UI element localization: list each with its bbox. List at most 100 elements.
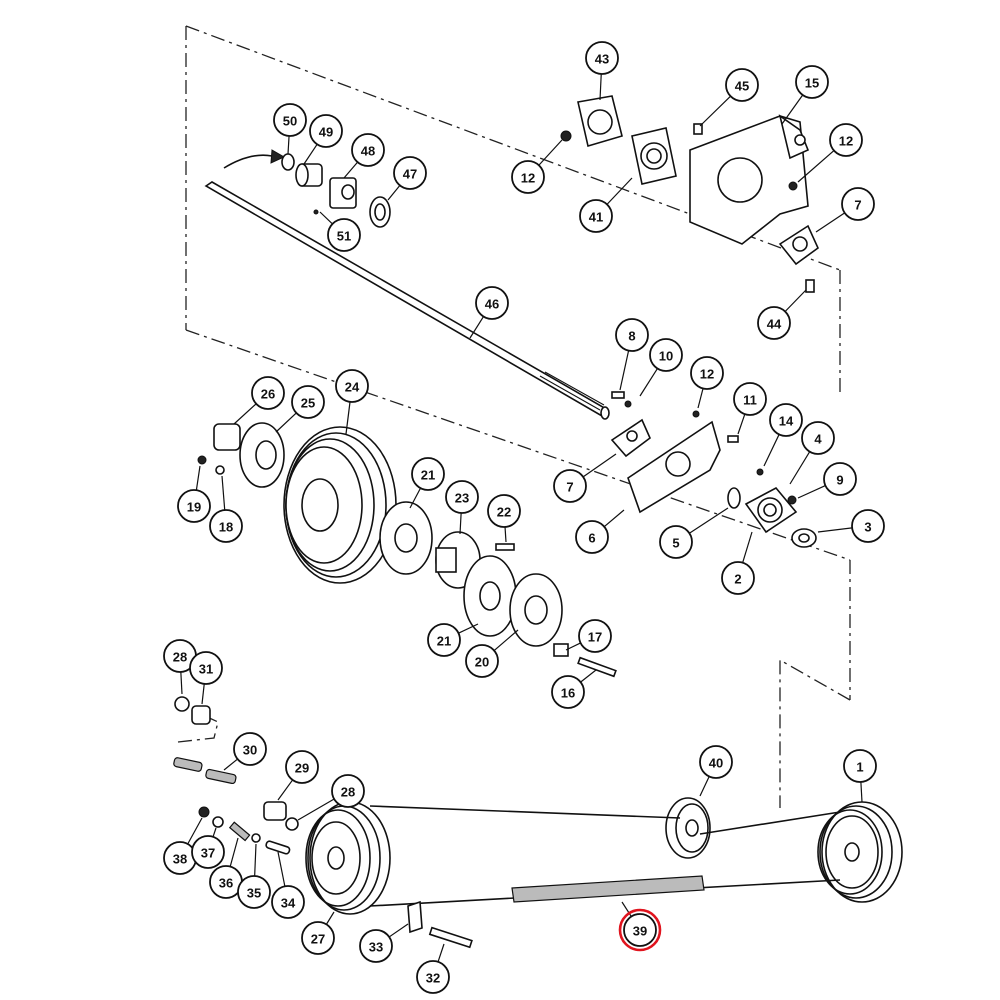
callout-50: 50	[273, 103, 307, 137]
leader-line-48	[343, 161, 359, 179]
callout-48: 48	[351, 133, 385, 167]
leader-line-43	[599, 73, 602, 101]
callout-14: 14	[769, 403, 803, 437]
callout-34: 34	[271, 885, 305, 919]
callout-11: 11	[733, 382, 767, 416]
callout-circle	[690, 356, 724, 390]
callout-number: 30	[243, 743, 257, 758]
callout-number: 19	[187, 500, 201, 515]
callout-circle	[511, 160, 545, 194]
callout-number: 24	[345, 380, 360, 395]
callout-1: 1	[843, 749, 877, 783]
callout-18: 18	[209, 509, 243, 543]
callout-45: 45	[725, 68, 759, 102]
leader-line-33	[388, 923, 409, 938]
leader-line-15	[781, 94, 804, 125]
callout-number: 51	[337, 229, 351, 244]
callout-circle	[699, 745, 733, 779]
shaft-46	[204, 149, 610, 420]
callout-circle	[416, 960, 450, 994]
callout-number: 12	[700, 367, 714, 382]
callout-number: 16	[561, 686, 575, 701]
callout-24: 24	[335, 369, 369, 403]
leader-line-10	[639, 368, 658, 397]
callout-number: 50	[283, 114, 297, 129]
callout-circle	[733, 382, 767, 416]
callout-30: 30	[233, 732, 267, 766]
leader-line-51	[319, 211, 333, 225]
callout-leaders	[180, 73, 863, 963]
callout-circle	[615, 318, 649, 352]
callout-circle	[351, 133, 385, 167]
callout-8: 8	[615, 318, 649, 352]
leader-line-23	[459, 512, 462, 535]
callout-number: 46	[485, 297, 499, 312]
callout-circle	[189, 651, 223, 685]
leader-line-25	[275, 412, 297, 433]
callout-27: 27	[301, 921, 335, 955]
dash-dot-outline	[177, 25, 851, 808]
callout-number: 37	[201, 846, 215, 861]
callout-circle	[291, 385, 325, 419]
callout-number: 8	[628, 329, 635, 344]
callout-circle	[851, 509, 885, 543]
callout-circle	[191, 835, 225, 869]
callout-number: 5	[672, 536, 679, 551]
leader-line-7	[582, 453, 617, 478]
callout-25: 25	[291, 385, 325, 419]
leader-line-20	[493, 629, 519, 652]
callout-number: 33	[369, 940, 383, 955]
leader-line-17	[565, 642, 581, 651]
callout-number: 12	[521, 171, 535, 186]
callout-21: 21	[411, 457, 445, 491]
callout-number: 48	[361, 144, 375, 159]
callout-circle	[177, 489, 211, 523]
leader-line-30	[223, 758, 238, 771]
callout-circle	[273, 103, 307, 137]
callout-circle	[233, 732, 267, 766]
leader-line-12	[797, 150, 835, 183]
leader-line-40	[699, 776, 710, 797]
callout-number: 22	[497, 505, 511, 520]
callout-7: 7	[841, 187, 875, 221]
leader-line-12	[538, 139, 563, 166]
callout-number: 4	[814, 432, 822, 447]
callout-9: 9	[823, 462, 857, 496]
callout-number: 23	[455, 491, 469, 506]
leader-line-7	[815, 212, 846, 233]
leader-line-34	[277, 851, 286, 887]
callout-7: 7	[553, 469, 587, 503]
callout-circle	[301, 921, 335, 955]
callout-number: 27	[311, 932, 325, 947]
callout-circle	[335, 369, 369, 403]
pulley-1	[817, 801, 903, 903]
callout-number: 25	[301, 396, 315, 411]
callout-33: 33	[359, 929, 393, 963]
callout-circle	[801, 421, 835, 455]
callout-number: 14	[779, 414, 794, 429]
callout-number: 41	[589, 210, 603, 225]
callout-circle	[445, 480, 479, 514]
leader-line-31	[201, 683, 205, 705]
callout-12: 12	[829, 123, 863, 157]
callout-number: 31	[199, 662, 213, 677]
callout-17: 17	[578, 619, 612, 653]
callout-circle	[285, 750, 319, 784]
callout-21: 21	[427, 623, 461, 657]
leader-line-45	[699, 95, 731, 127]
leader-line-29	[277, 779, 294, 801]
callout-28: 28	[331, 774, 365, 808]
callout-15: 15	[795, 65, 829, 99]
callout-circle	[551, 675, 585, 709]
callout-23: 23	[445, 480, 479, 514]
callout-circle	[393, 156, 427, 190]
callout-44: 44	[757, 306, 791, 340]
callout-31: 31	[189, 651, 223, 685]
callout-number: 26	[261, 387, 275, 402]
callout-number: 34	[281, 896, 296, 911]
lower-left-small-parts	[173, 696, 299, 855]
callout-number: 10	[659, 349, 673, 364]
callout-number: 9	[836, 473, 843, 488]
callout-22: 22	[487, 494, 521, 528]
